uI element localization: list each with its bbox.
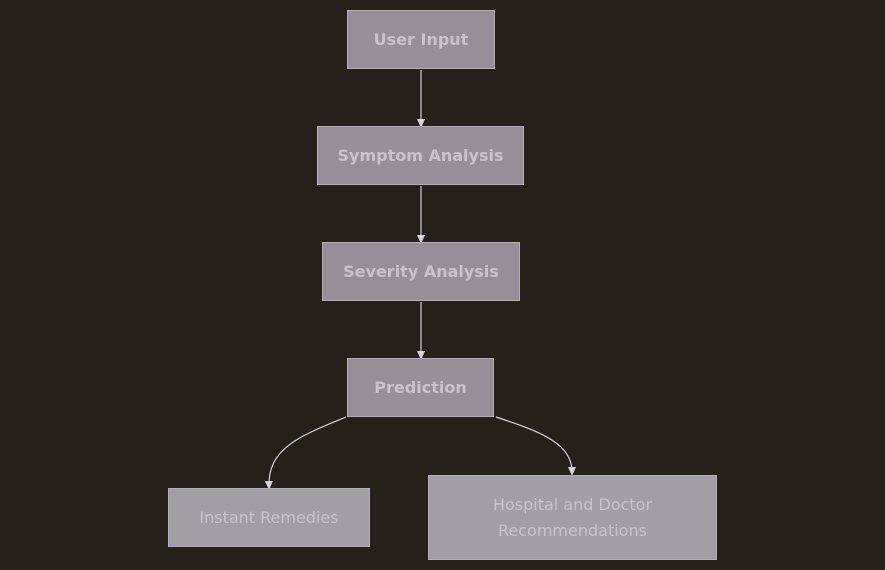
edge-prediction-to-instant-remedies (264, 416, 347, 490)
node-instant-remedies-label: Instant Remedies (199, 507, 339, 527)
node-symptom-analysis: Symptom Analysis (317, 126, 524, 185)
node-hospital-doctor-recommendations-label: Hospital and Doctor Recommendations (492, 494, 653, 540)
node-user-input-label: User Input (373, 29, 469, 49)
node-symptom-analysis-label: Symptom Analysis (337, 145, 504, 165)
node-severity-analysis-label: Severity Analysis (343, 261, 499, 281)
node-prediction-label: Prediction (374, 377, 467, 397)
node-hospital-doctor-recommendations: Hospital and Doctor Recommendations (428, 475, 717, 560)
node-instant-remedies: Instant Remedies (168, 488, 370, 547)
node-prediction: Prediction (347, 358, 494, 417)
edge-prediction-to-hospital-doctor (495, 416, 576, 476)
node-user-input: User Input (347, 10, 495, 69)
node-severity-analysis: Severity Analysis (322, 242, 520, 301)
